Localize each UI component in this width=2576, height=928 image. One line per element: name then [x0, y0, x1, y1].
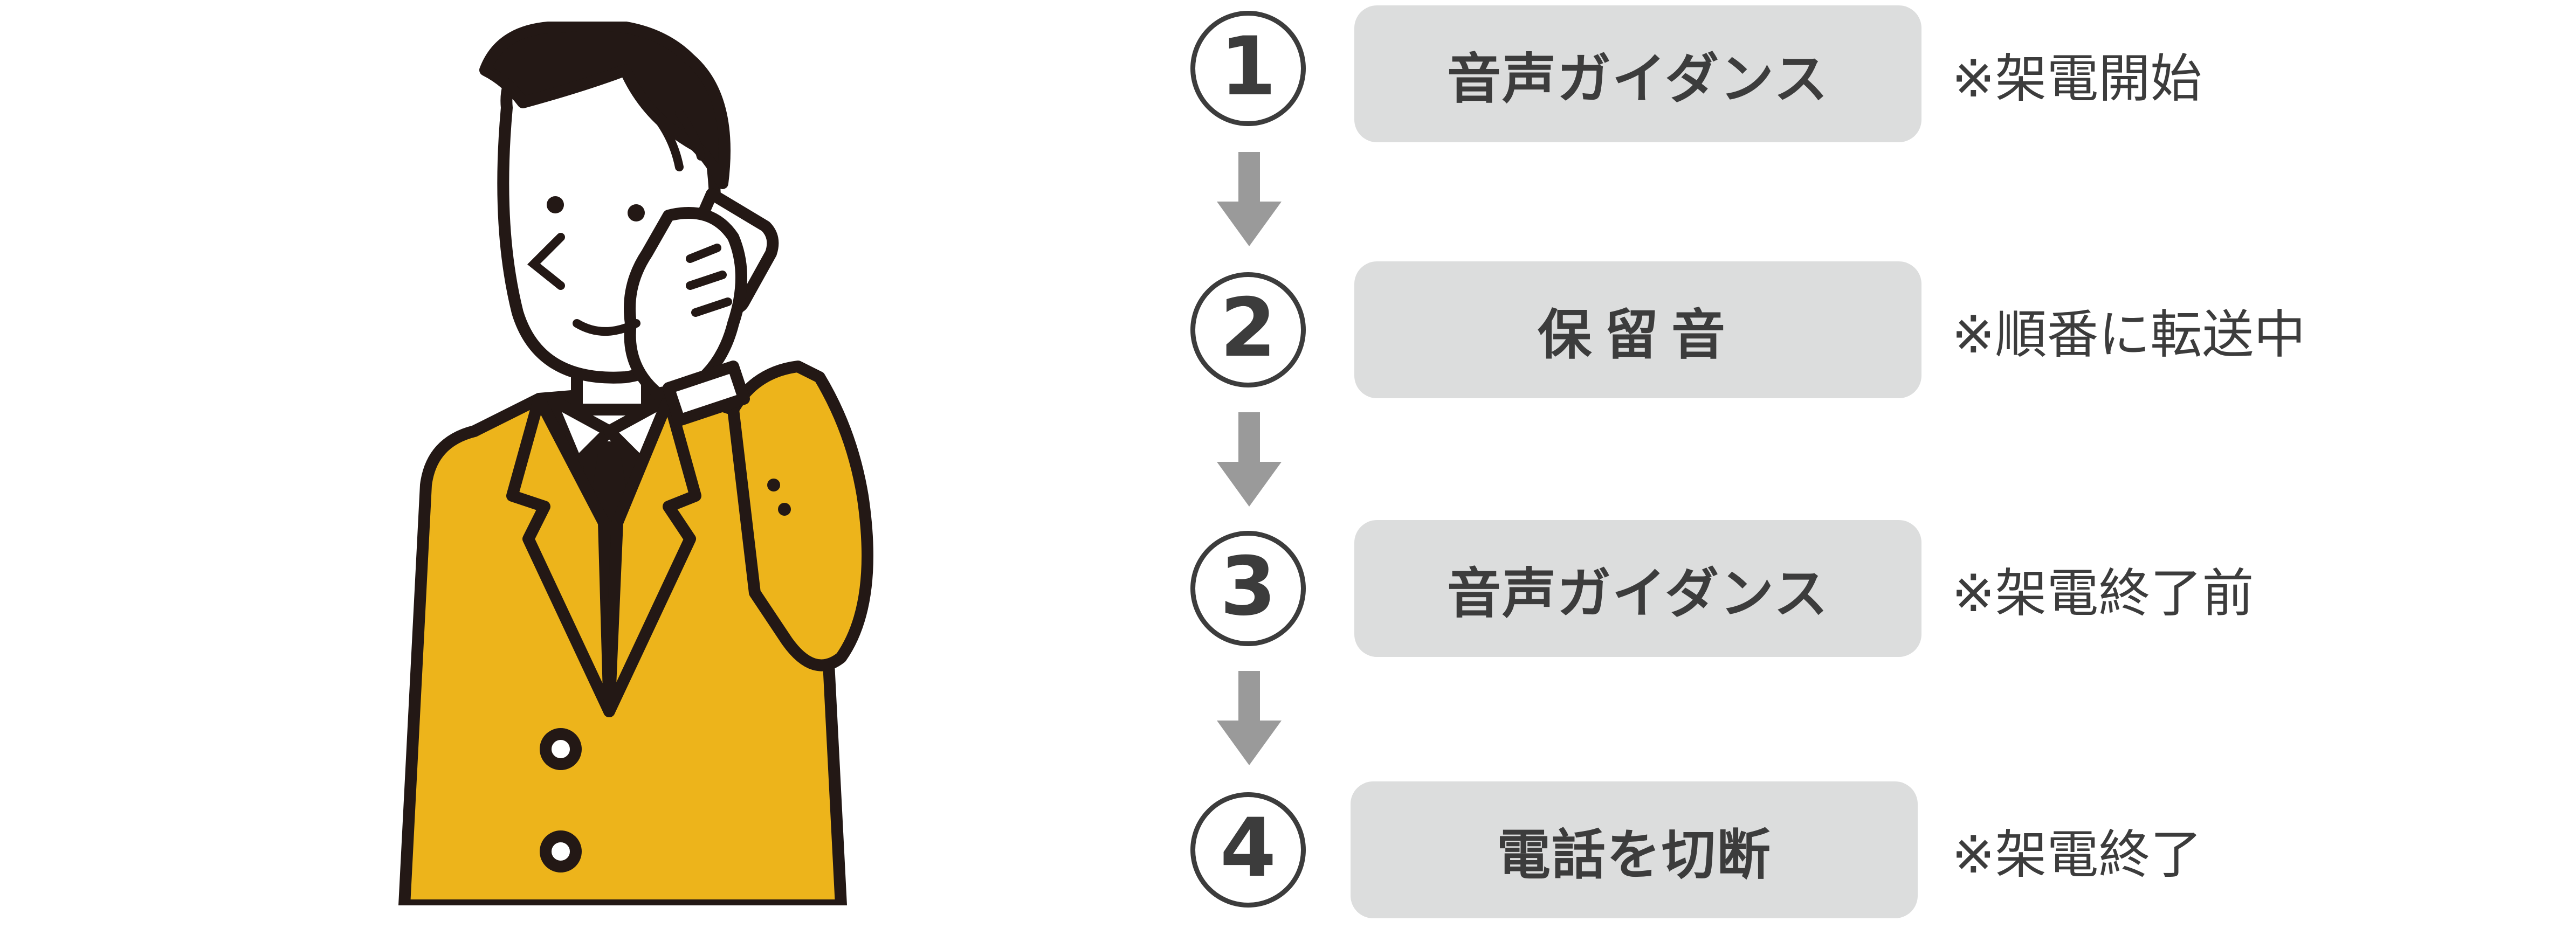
step-label: 電話を切断: [1497, 823, 1772, 887]
step-number-3: 3: [1190, 531, 1306, 646]
step-box-2: 保留音: [1354, 261, 1921, 398]
down-arrow-icon: [1217, 412, 1282, 507]
step-number-label: 4: [1220, 801, 1277, 895]
down-arrow-icon: [1217, 152, 1282, 246]
step-note-3: ※架電終了前: [1952, 563, 2254, 624]
step-number-4: 4: [1190, 792, 1306, 908]
step-note-1: ※架電開始: [1952, 48, 2202, 109]
step-box-4: 電話を切断: [1351, 781, 1918, 918]
step-note-4: ※架電終了: [1952, 824, 2202, 885]
step-label: 音声ガイダンス: [1447, 562, 1829, 625]
businessman-on-phone-icon: [398, 22, 873, 905]
step-number-label: 1: [1220, 20, 1277, 114]
step-number-label: 2: [1220, 281, 1277, 375]
step-box-3: 音声ガイダンス: [1354, 520, 1921, 657]
step-number-1: 1: [1190, 11, 1306, 126]
step-number-2: 2: [1190, 272, 1306, 387]
step-box-1: 音声ガイダンス: [1354, 5, 1921, 142]
step-label: 音声ガイダンス: [1447, 47, 1829, 110]
step-note-2: ※順番に転送中: [1952, 304, 2306, 365]
down-arrow-icon: [1217, 671, 1282, 765]
step-label: 保留音: [1538, 303, 1738, 366]
step-number-label: 3: [1220, 540, 1277, 634]
